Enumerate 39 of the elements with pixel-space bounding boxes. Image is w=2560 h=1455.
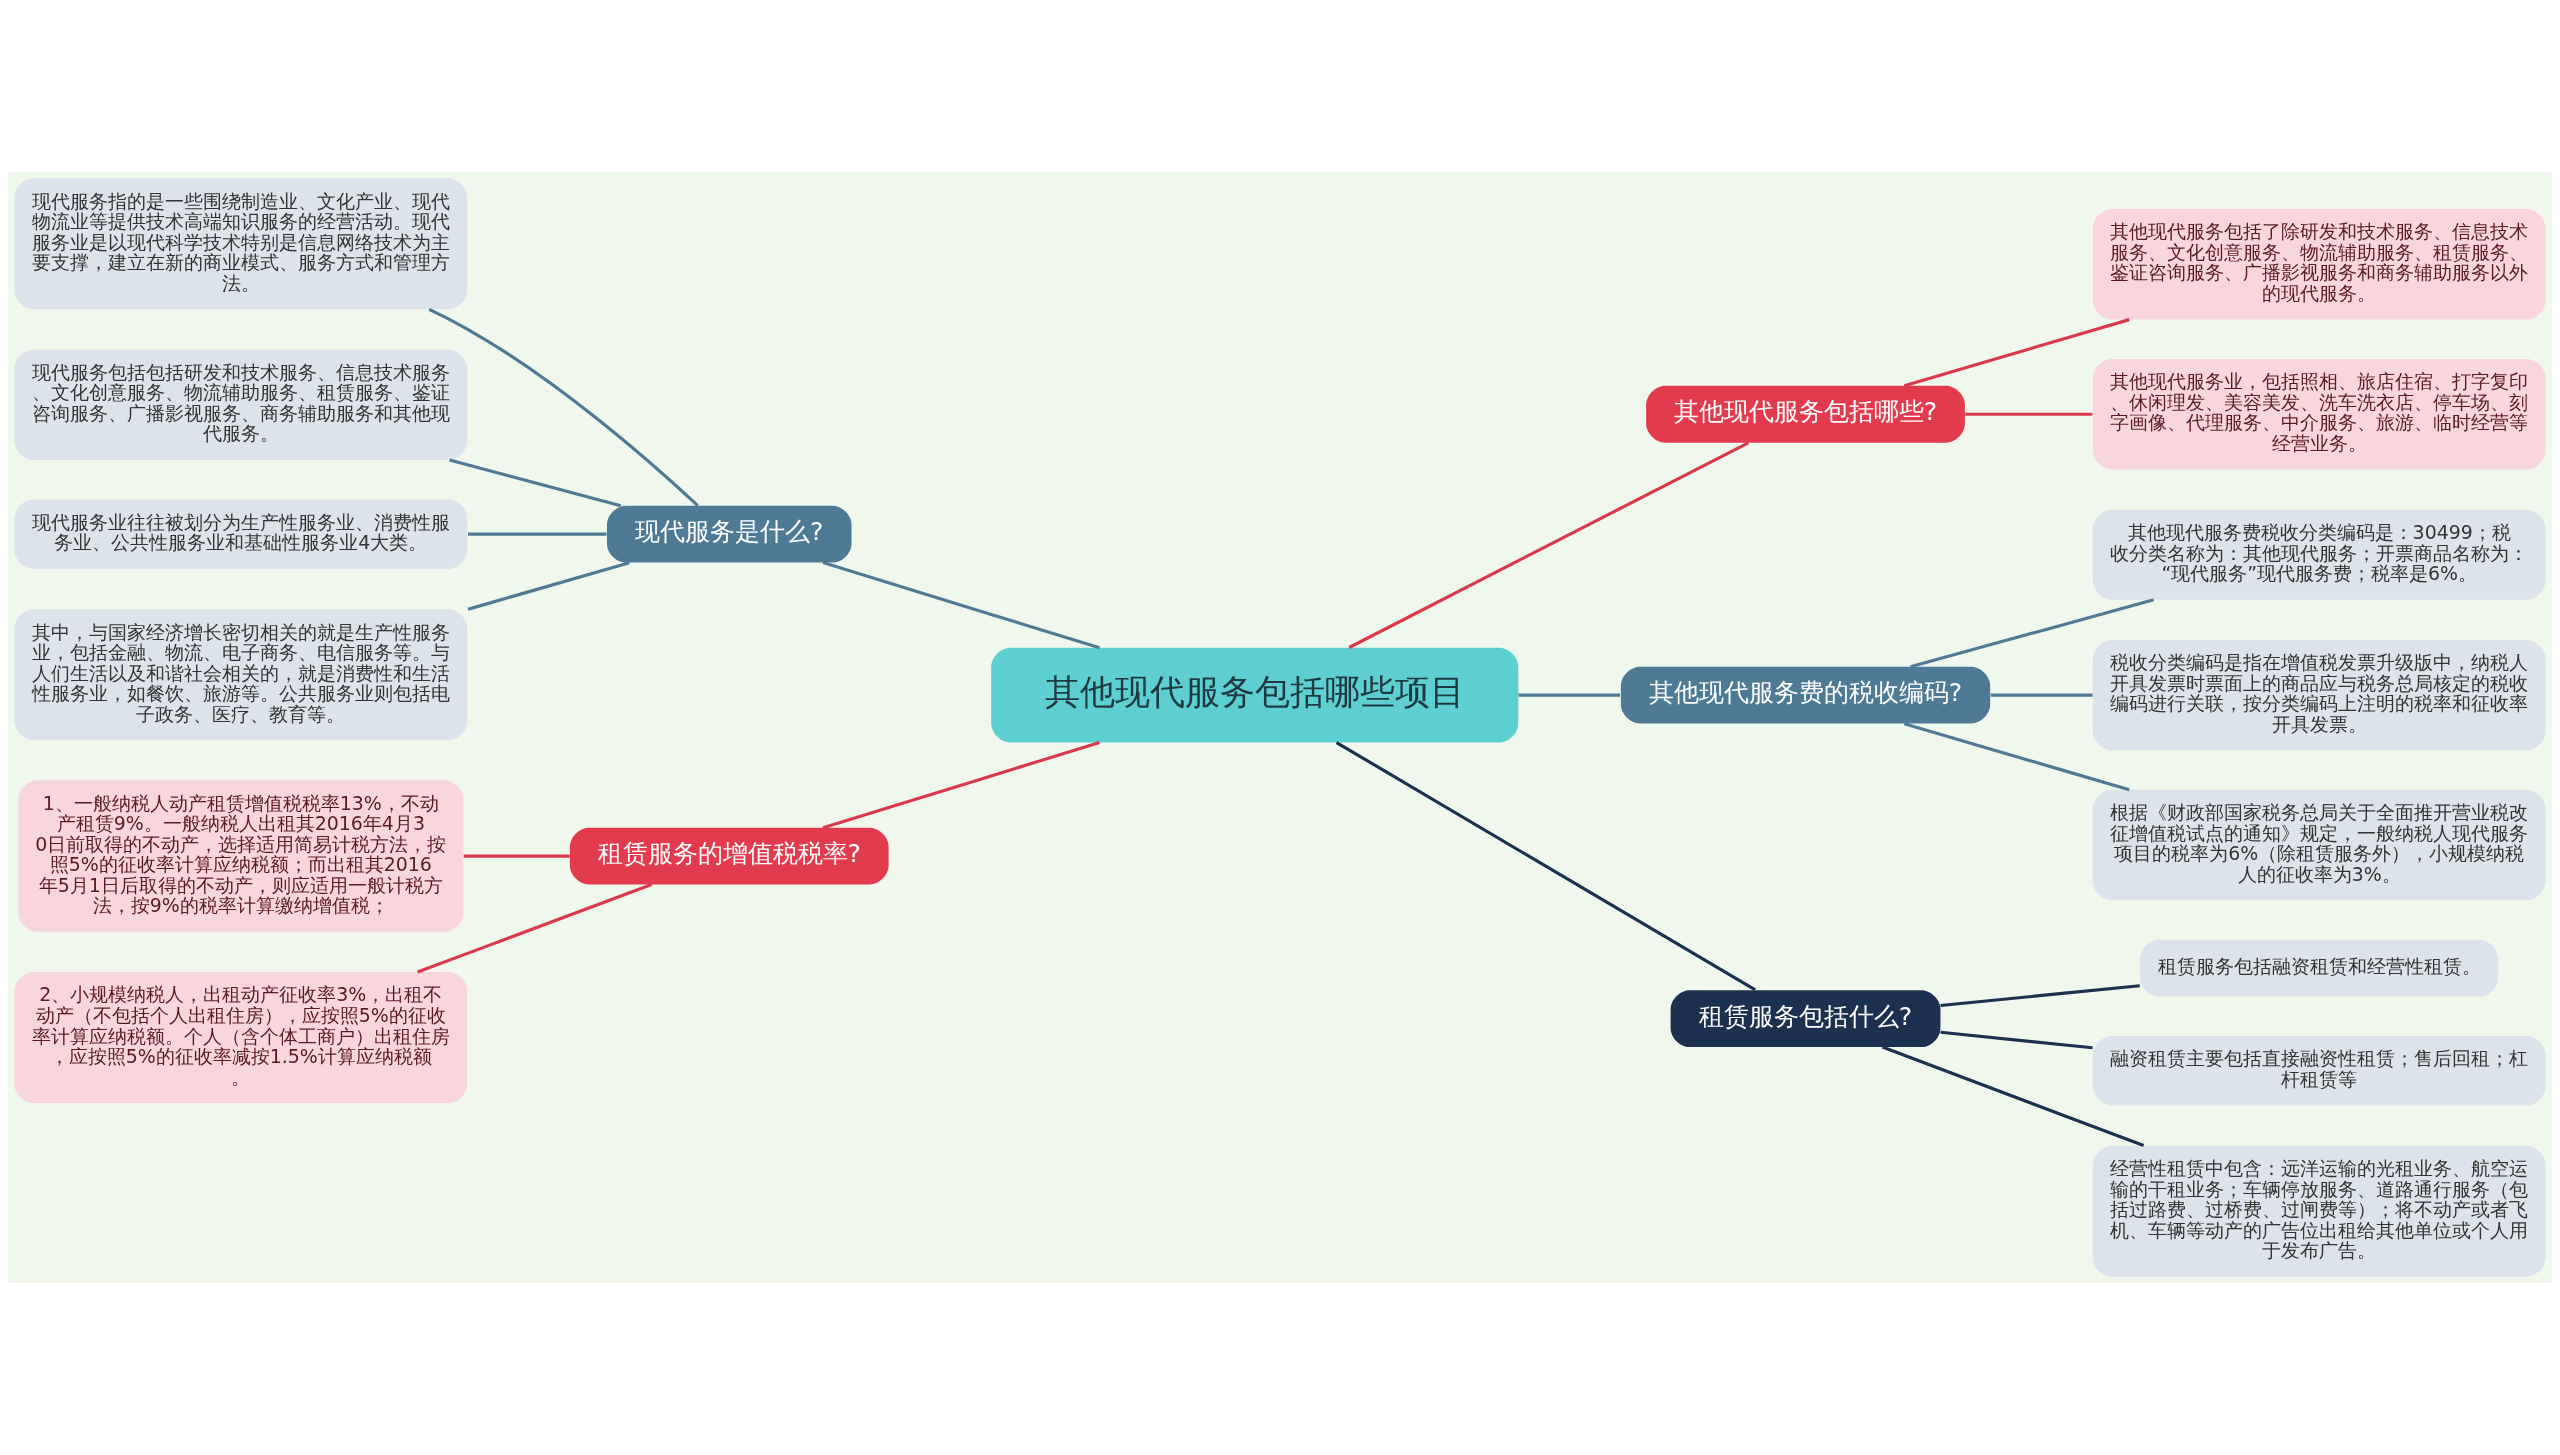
- node-box: 租赁服务包括融资租赁和经营性租赁。: [2140, 939, 2499, 997]
- node-box: 其他现代服务费的税收编码?: [1620, 666, 1991, 724]
- node-box: 其他现代服务包括哪些项目: [991, 647, 1519, 743]
- connector: [467, 561, 630, 611]
- node-box: 现代服务业往往被划分为生产性服务业、消费性服务业、公共性服务业和基础性服务业4大类。: [14, 499, 468, 569]
- node-box: 租赁服务的增值税税率?: [569, 827, 889, 885]
- node-box: 其他现代服务费税收分类编码是：30499；税收分类名称为：其他现代服务；开票商品名称为：“现代服务”现代服务费；税率是6%。: [2092, 509, 2546, 600]
- node-box: 现代服务指的是一些围绕制造业、文化产业、现代物流业等提供技术高端知识服务的经营活动。现代服务业是以现代科学技术特别是信息网络技术为主要支撑，建立在新的商业模式、服务方式和管理方法。: [14, 178, 468, 310]
- node-box: 现代服务是什么?: [606, 505, 852, 563]
- node-box: 1、一般纳税人动产租赁增值税税率13%，不动产租赁9%。一般纳税人出租其2016年4月30日前取得的不动产，选择适用简易计税方法，按照5%的征收率计算应纳税额；而出租其2016年5月1日后取得的不动产，则应适用一般计税方法，按9%的税率计算缴纳增值税；: [18, 780, 464, 932]
- connector: [417, 883, 653, 974]
- node-box: 其他现代服务包括了除研发和技术服务、信息技术服务、文化创意服务、物流辅助服务、租赁服务、鉴证咨询服务、广播影视服务和商务辅助服务以外的现代服务。: [2092, 209, 2546, 320]
- connector: [1903, 722, 2130, 792]
- node-box: 融资租赁主要包括直接融资性租赁；售后回租；杠杆租赁等: [2092, 1036, 2546, 1106]
- node-box: 根据《财政部国家税务总局关于全面推开营业税改征增值税试点的通知》规定，一般纳税人现代服务项目的税率为6%（除租赁服务外），小规模纳税人的征收率为3%。: [2092, 789, 2546, 901]
- node-box: 2、小规模纳税人，出租动产征收率3%，出租不动产（不包括个人出租住房），应按照5%的征收率计算应纳税额。个人（含个体工商户）出租住房，应按照5%的征收率减按1.5%计算应纳税额。: [14, 972, 468, 1104]
- connector: [822, 561, 1100, 650]
- connector: [1940, 1030, 2093, 1050]
- connector: [1903, 318, 2130, 388]
- connector: [1940, 984, 2140, 1008]
- connector: [1348, 441, 1749, 649]
- connector: [1990, 693, 2093, 697]
- connector: [1881, 1045, 2145, 1148]
- connector: [449, 458, 622, 508]
- connector: [468, 532, 607, 536]
- node-box: 其他现代服务包括哪些?: [1646, 385, 1965, 443]
- node-box: 现代服务包括包括研发和技术服务、信息技术服务、文化创意服务、物流辅助服务、租赁服务、鉴证咨询服务、广播影视服务、商务辅助服务和其他现代服务。: [14, 349, 468, 460]
- connector: [463, 854, 570, 858]
- connector: [822, 741, 1100, 830]
- connector: [1910, 598, 2155, 669]
- connector: [1965, 412, 2093, 416]
- node-box: 税收分类编码是指在增值税发票升级版中，纳税人开具发票时票面上的商品应与税务总局核定的税收编码进行关联，按分类编码上注明的税率和征收率开具发票。: [2092, 639, 2546, 751]
- node-box: 经营性租赁中包含：远洋运输的光租业务、航空运输的干租业务；车辆停放服务、道路通行服务（包括过路费、过桥费、过闸费等）；将不动产或者飞机、车辆等动产的广告位出租给其他单位或个人用于发布广告。: [2092, 1145, 2546, 1277]
- connector: [1518, 693, 1621, 697]
- node-box: 其中，与国家经济增长密切相关的就是生产性服务业，包括金融、物流、电子商务、电信服务等。与人们生活以及和谐社会相关的，就是消费性和生活性服务业，如餐饮、旅游等。公共服务业则包括电子政务、医疗、教育等。: [14, 609, 468, 741]
- connector: [1335, 741, 1757, 992]
- node-box: 租赁服务包括什么?: [1670, 990, 1941, 1048]
- connector: [428, 308, 699, 507]
- node-box: 其他现代服务业，包括照相、旅店住宿、打字复印、休闲理发、美容美发、洗车洗衣店、停车场、刻字画像、代理服务、中介服务、旅游、临时经营等经营业务。: [2092, 359, 2546, 470]
